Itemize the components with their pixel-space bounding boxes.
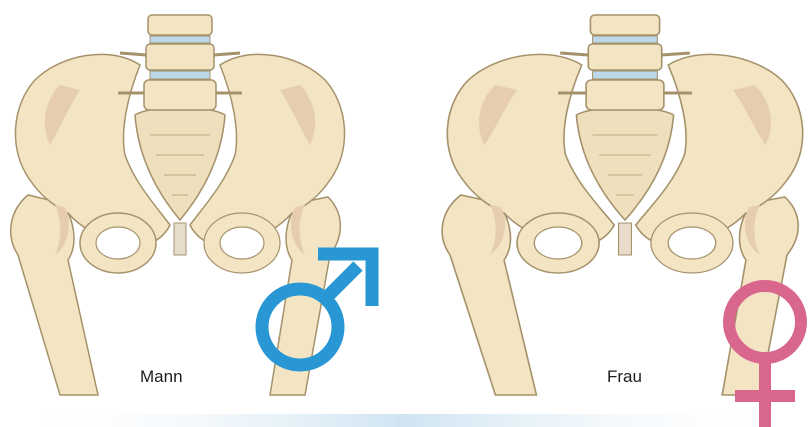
floor-shadow xyxy=(0,414,808,427)
label-male: Mann xyxy=(140,367,183,387)
female-pelvis xyxy=(442,15,803,395)
male-pelvis xyxy=(11,15,345,395)
label-female: Frau xyxy=(607,367,642,387)
